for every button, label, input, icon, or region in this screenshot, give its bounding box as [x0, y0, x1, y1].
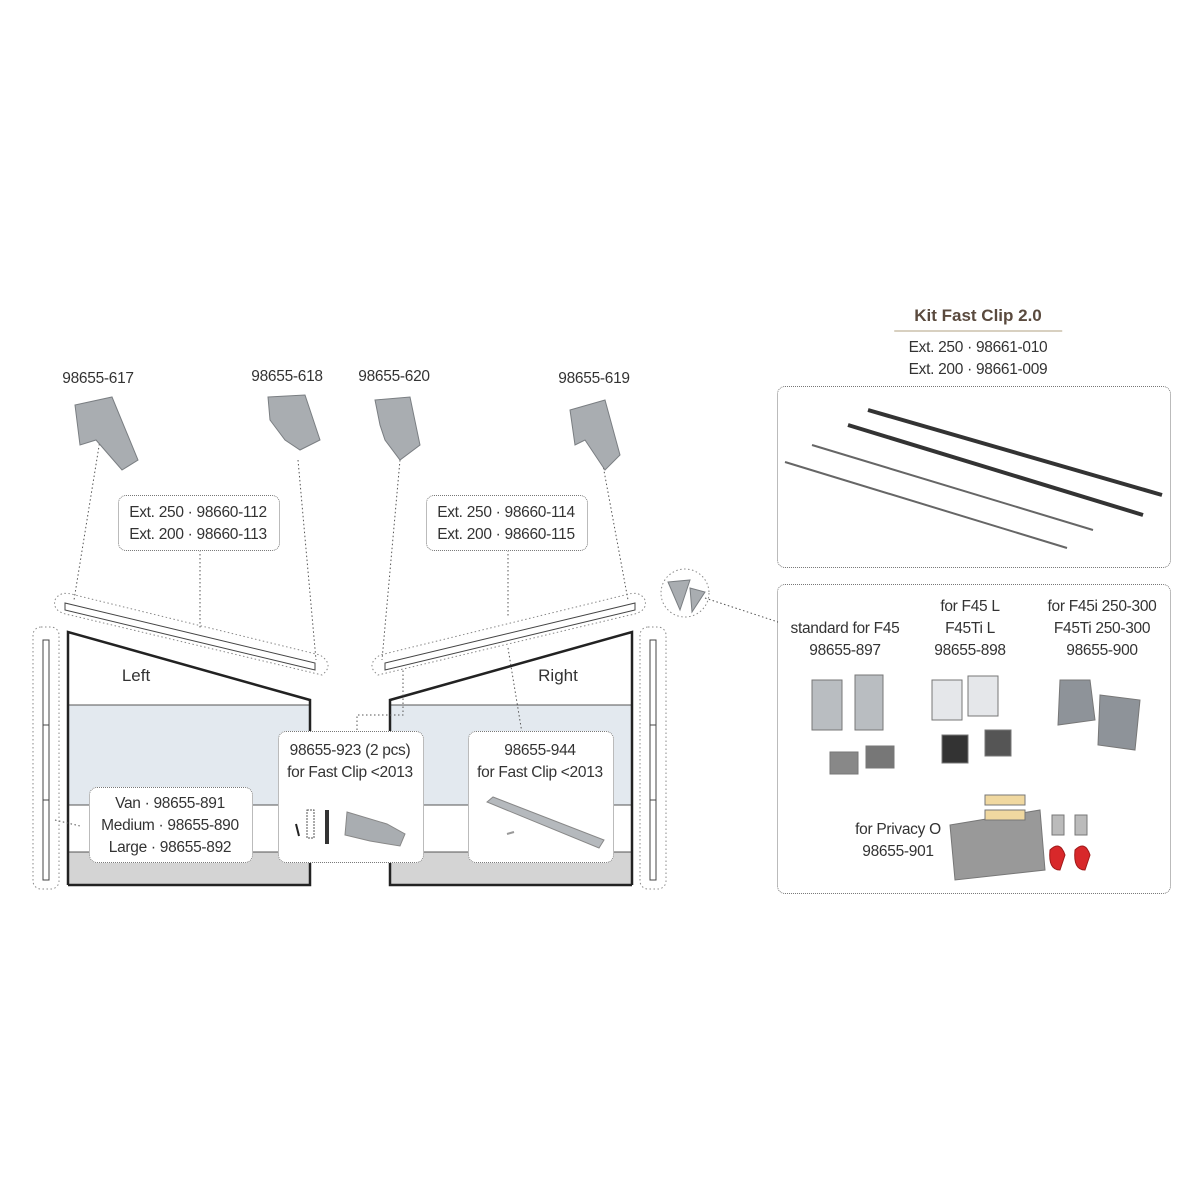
clip-f45i-desc: for F45i 250-300: [1047, 598, 1157, 615]
size-callout: [89, 787, 253, 863]
size-van: Van · 98655-891: [115, 795, 225, 812]
kit-ext250: Ext. 250 · 98661-010: [908, 339, 1048, 356]
connector-parts: [74, 394, 706, 614]
clip-f45l-desc: for F45 L: [940, 598, 1000, 615]
spring-kit-note: for Fast Clip <2013: [287, 764, 413, 781]
clip-f45l-part: 98655-898: [934, 642, 1006, 659]
left-rail-callout: [118, 495, 280, 551]
spring-kit-part: 98655-923 (2 pcs): [289, 742, 411, 759]
right-rail-callout: [426, 495, 588, 551]
clip-privacy-part: 98655-901: [862, 843, 934, 860]
right-rail-ext250: Ext. 250 · 98660-114: [437, 504, 575, 521]
left-rail-ext250: Ext. 250 · 98660-112: [129, 504, 267, 521]
rail-part-note: for Fast Clip <2013: [477, 764, 603, 781]
clips-box: [777, 584, 1171, 894]
clip-standard-part: 98655-897: [809, 642, 881, 659]
part-label-618: 98655-618: [251, 368, 323, 385]
size-medium: Medium · 98655-890: [101, 817, 239, 834]
clip-standard-desc: standard for F45: [790, 620, 900, 637]
left-rail-ext200: Ext. 200 · 98660-113: [129, 526, 267, 543]
size-large: Large · 98655-892: [108, 839, 232, 856]
rail-part-image: [486, 796, 605, 849]
clip-f45ti-desc: F45Ti 250-300: [1053, 620, 1151, 637]
left-panel-label: Left: [121, 666, 151, 685]
spring-kit-image: [295, 809, 406, 847]
kit-ext200: Ext. 200 · 98661-009: [908, 361, 1048, 378]
top-rails: [54, 592, 646, 676]
right-rail-ext200: Ext. 200 · 98660-115: [437, 526, 575, 543]
part-label-617: 98655-617: [62, 370, 134, 387]
spring-kit-callout: [278, 731, 424, 863]
right-panel-label: Right: [538, 666, 578, 685]
kit-rails-box: [777, 386, 1171, 568]
rail-part-number: 98655-944: [504, 742, 576, 759]
kit-title: Kit Fast Clip 2.0: [894, 306, 1062, 332]
clip-f45til-desc: F45Ti L: [945, 620, 995, 637]
side-poles: [32, 626, 667, 890]
clip-privacy-desc: for Privacy O: [855, 821, 941, 838]
clip-parts: [811, 674, 1141, 881]
clip-f45i-part: 98655-900: [1066, 642, 1138, 659]
rail-part-callout: [468, 731, 614, 863]
part-label-619: 98655-619: [558, 370, 630, 387]
kit-rails-drawing: [784, 408, 1163, 549]
part-label-620: 98655-620: [358, 368, 430, 385]
leader-lines: [54, 439, 779, 827]
